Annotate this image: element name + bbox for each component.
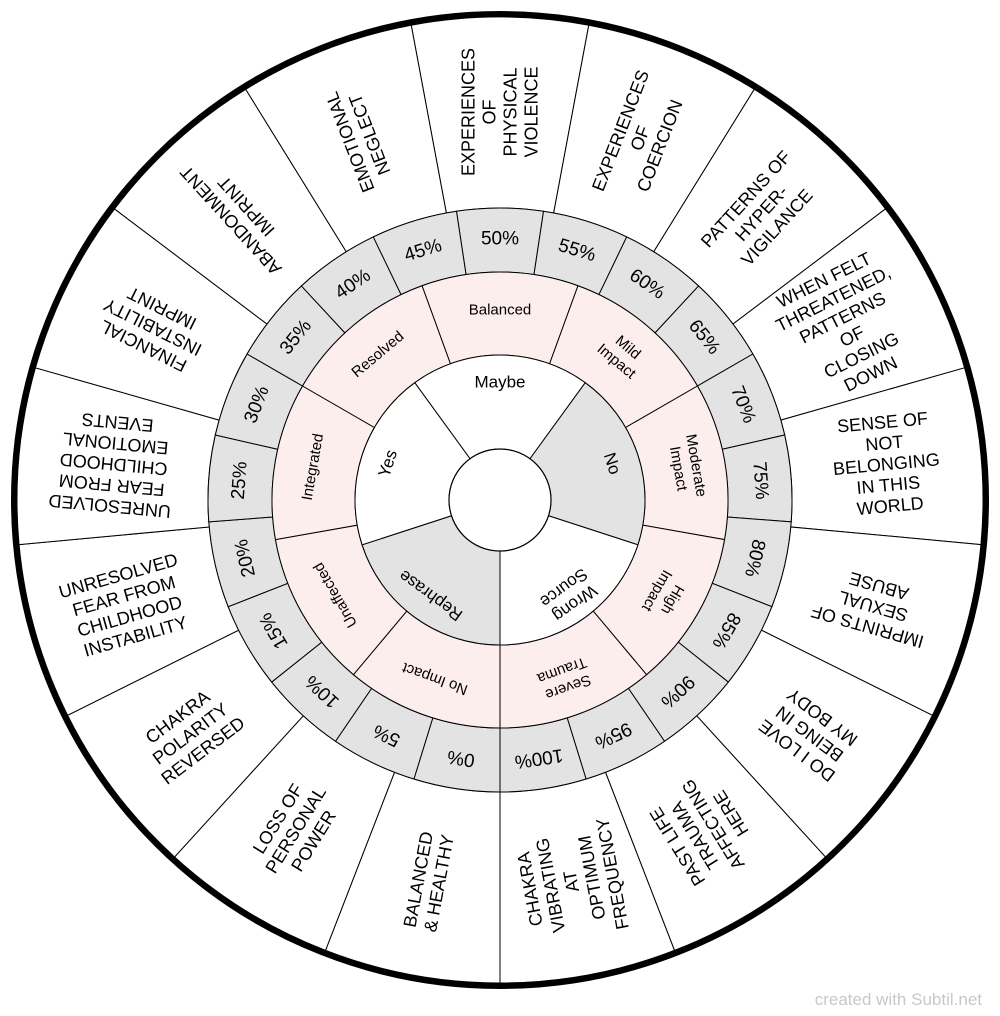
outer-ring-text: NOT — [865, 432, 905, 455]
impact-ring-text: Balanced — [469, 302, 532, 319]
percent-ring-label: 75% — [748, 461, 772, 501]
answer-ring-label: Maybe — [474, 373, 525, 392]
percent-ring-text: 50% — [481, 229, 519, 250]
credit-text: created with Subtil.net — [814, 990, 982, 1009]
percent-ring-text: 75% — [748, 461, 772, 501]
percent-ring-text: 25% — [228, 461, 252, 501]
answer-ring-text: Maybe — [474, 373, 525, 392]
outer-ring-text: PHYSICAL — [501, 67, 521, 156]
impact-ring: BalancedMildImpactModerateImpactHighImpa… — [271, 271, 729, 729]
percent-ring-label: 25% — [228, 461, 252, 501]
center-hub — [448, 448, 552, 552]
outer-ring-text: AT — [559, 869, 583, 894]
percent-ring-label: 50% — [481, 229, 519, 250]
percent-ring-label: 0% — [446, 746, 476, 771]
outer-ring-text: OF — [480, 99, 500, 124]
percent-ring-text: 0% — [446, 746, 476, 771]
impact-ring-label: Balanced — [469, 302, 532, 319]
outer-ring-text: EXPERIENCES — [459, 48, 479, 176]
outer-ring-text: VIOLENCE — [522, 66, 542, 157]
